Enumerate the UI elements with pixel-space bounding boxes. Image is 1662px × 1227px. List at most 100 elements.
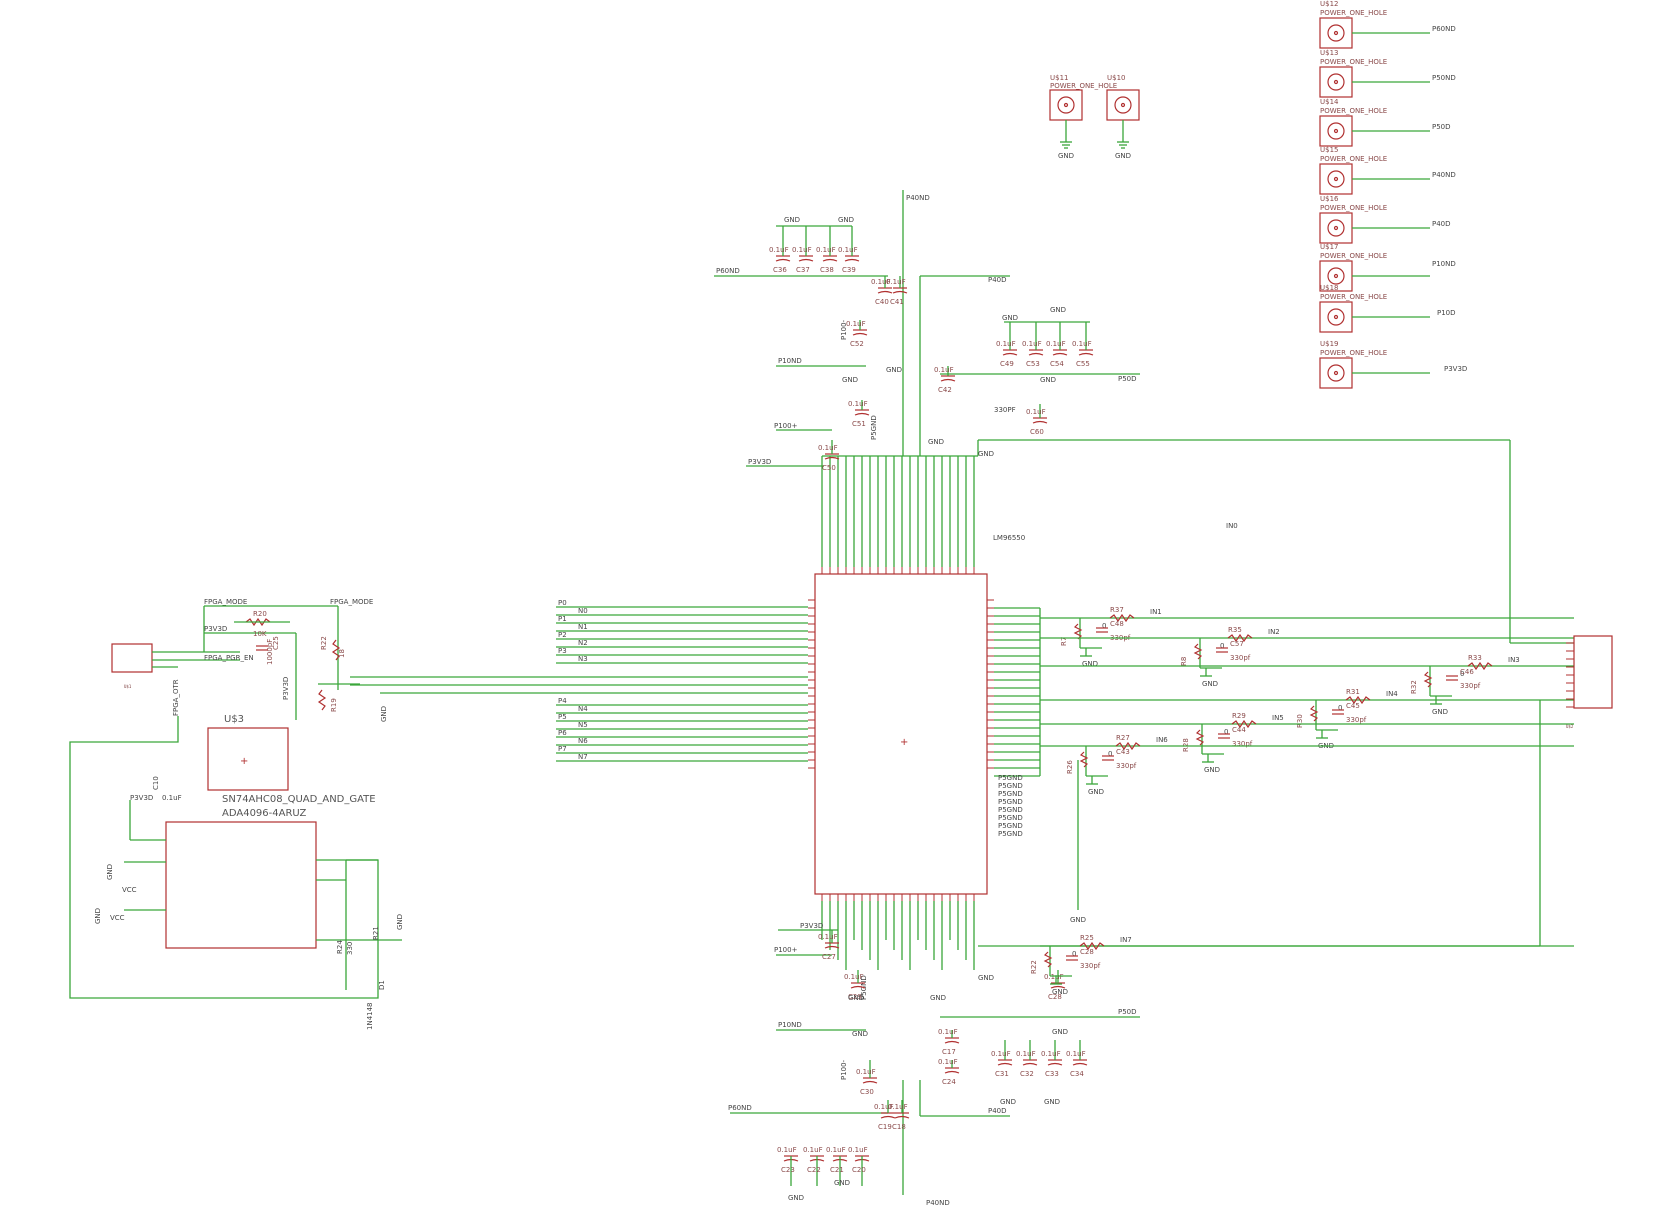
hole-value: POWER_ONE_HOLE <box>1320 9 1387 17</box>
right-connector-ref: U$2 <box>1566 724 1574 729</box>
r330-val: 330 <box>346 942 354 955</box>
resistor-ref: R27 <box>1116 734 1130 742</box>
decoupling-cap-plate <box>775 258 791 262</box>
right-connector-body[interactable] <box>1573 635 1613 709</box>
hole-ref: U$13 <box>1320 49 1338 57</box>
gate-ic-ref: U$3 <box>224 714 244 725</box>
cap-value: 0.1uF <box>938 1058 958 1066</box>
decoupling-cap-plate <box>844 258 860 262</box>
cap-ref: C54 <box>1050 360 1064 368</box>
output-net-label: IN6 <box>1156 736 1168 744</box>
main-ic-pins <box>808 567 994 901</box>
input-net-label: P2 <box>558 631 567 639</box>
resistor-value: 0 <box>1102 622 1106 630</box>
hole-ref: U$11 <box>1050 74 1068 82</box>
hole-net: P40D <box>1432 220 1451 228</box>
main-ic-body[interactable] <box>814 573 988 895</box>
net-label: P40D <box>988 1107 1007 1115</box>
cap-ref: C52 <box>850 340 864 348</box>
output-net-label: IN2 <box>1268 628 1280 636</box>
net-label: P50D <box>1118 375 1137 383</box>
cap-ref: C21 <box>830 1166 844 1174</box>
power-hole[interactable] <box>1319 301 1353 333</box>
c10-val: 0.1uF <box>162 794 182 802</box>
ground-hole[interactable] <box>1049 89 1083 121</box>
fpga-pgr-label: FPGA_PGR_EN <box>204 654 254 662</box>
cap-value: 330pf <box>1232 740 1253 748</box>
resistor-ref: R37 <box>1110 606 1124 614</box>
hole-value: POWER_ONE_HOLE <box>1050 82 1117 90</box>
diode-label: 1N4148 <box>366 1002 374 1030</box>
input-net-label: N3 <box>578 655 588 663</box>
trim-pot <box>1423 671 1433 688</box>
decoupling-cap-plate <box>877 290 893 294</box>
decoupling-cap-plate <box>1022 1062 1038 1066</box>
cap-ref: C44 <box>1232 726 1246 734</box>
power-hole[interactable] <box>1319 17 1353 49</box>
cap-value: 0.1uF <box>818 444 838 452</box>
decoupling-cap-plate <box>1002 352 1018 356</box>
cap-ref: C42 <box>938 386 952 394</box>
net-label: P100+ <box>774 946 798 954</box>
gnd-label: GND <box>1070 916 1086 924</box>
power-hole[interactable] <box>1319 115 1353 147</box>
cap-ref: C23 <box>781 1166 795 1174</box>
resistor-ref: R25 <box>1080 934 1094 942</box>
hole-net: P50ND <box>1432 74 1456 82</box>
pot-ref: R30 <box>1296 714 1304 728</box>
cap-ref: C33 <box>1045 1070 1059 1078</box>
gnd-label: GND <box>1202 680 1218 688</box>
cap-ref: C18 <box>892 1123 906 1131</box>
gnd-net-label: P5GND <box>998 798 1023 806</box>
cap-value: 0.1uF <box>803 1146 823 1154</box>
power-hole[interactable] <box>1319 357 1353 389</box>
output-net-label: IN7 <box>1120 936 1132 944</box>
decoupling-cap-plate <box>1032 420 1048 424</box>
hole-net: P10D <box>1437 309 1456 317</box>
gnd-label: GND <box>1204 766 1220 774</box>
pot-ref: R26 <box>1066 760 1074 774</box>
gnd-label: GND <box>1000 1098 1016 1106</box>
decoupling-cap-plate <box>822 258 838 262</box>
resistor-value: 0 <box>1224 728 1228 736</box>
gnd-label: GND <box>1044 1098 1060 1106</box>
cap-value: 330pf <box>1460 682 1481 690</box>
c25-ref: C25 <box>272 636 280 650</box>
input-net-label: P3 <box>558 647 567 655</box>
pot-ref: R22 <box>1030 960 1038 974</box>
net-label: P60ND <box>728 1104 752 1112</box>
series-resistor <box>1467 661 1493 671</box>
hole-value: POWER_ONE_HOLE <box>1320 107 1387 115</box>
svg-text:+: + <box>240 756 248 767</box>
resistor-ref: R29 <box>1232 712 1246 720</box>
series-resistor <box>1109 613 1135 623</box>
power-hole[interactable] <box>1319 163 1353 195</box>
hole-value: POWER_ONE_HOLE <box>1320 293 1387 301</box>
cap-ref: C29 <box>848 993 862 1001</box>
cap-ref: C49 <box>1000 360 1014 368</box>
cap-value: 0.1uF <box>886 278 906 286</box>
fpga-otr-label: FPGA_OTR <box>172 679 180 716</box>
power-hole[interactable] <box>1319 212 1353 244</box>
ground-hole[interactable] <box>1106 89 1140 121</box>
cap-value: 0.1uF <box>818 933 838 941</box>
cap-value: 0.1uF <box>874 1103 894 1111</box>
input-net-label: P5 <box>558 713 567 721</box>
decoupling-cap-plate <box>1047 1062 1063 1066</box>
amp-ic-body[interactable] <box>165 821 317 949</box>
cap-ref: C55 <box>1076 360 1090 368</box>
cap-ref: C37 <box>796 266 810 274</box>
hole-net: GND <box>1058 152 1074 160</box>
gnd-label: GND <box>852 1030 868 1038</box>
r22-val: 18 <box>338 649 346 658</box>
cap-ref: C19 <box>878 1123 892 1131</box>
cap-value: 330pf <box>1116 762 1137 770</box>
cap-ref: C22 <box>807 1166 821 1174</box>
power-hole[interactable] <box>1319 66 1353 98</box>
ground-holes: U$11 POWER_ONE_HOLE GND U$10 GND <box>1049 74 1140 160</box>
left-connector-body[interactable] <box>111 643 153 673</box>
gate-ic-body[interactable] <box>207 727 289 791</box>
input-net-label: N7 <box>578 753 588 761</box>
